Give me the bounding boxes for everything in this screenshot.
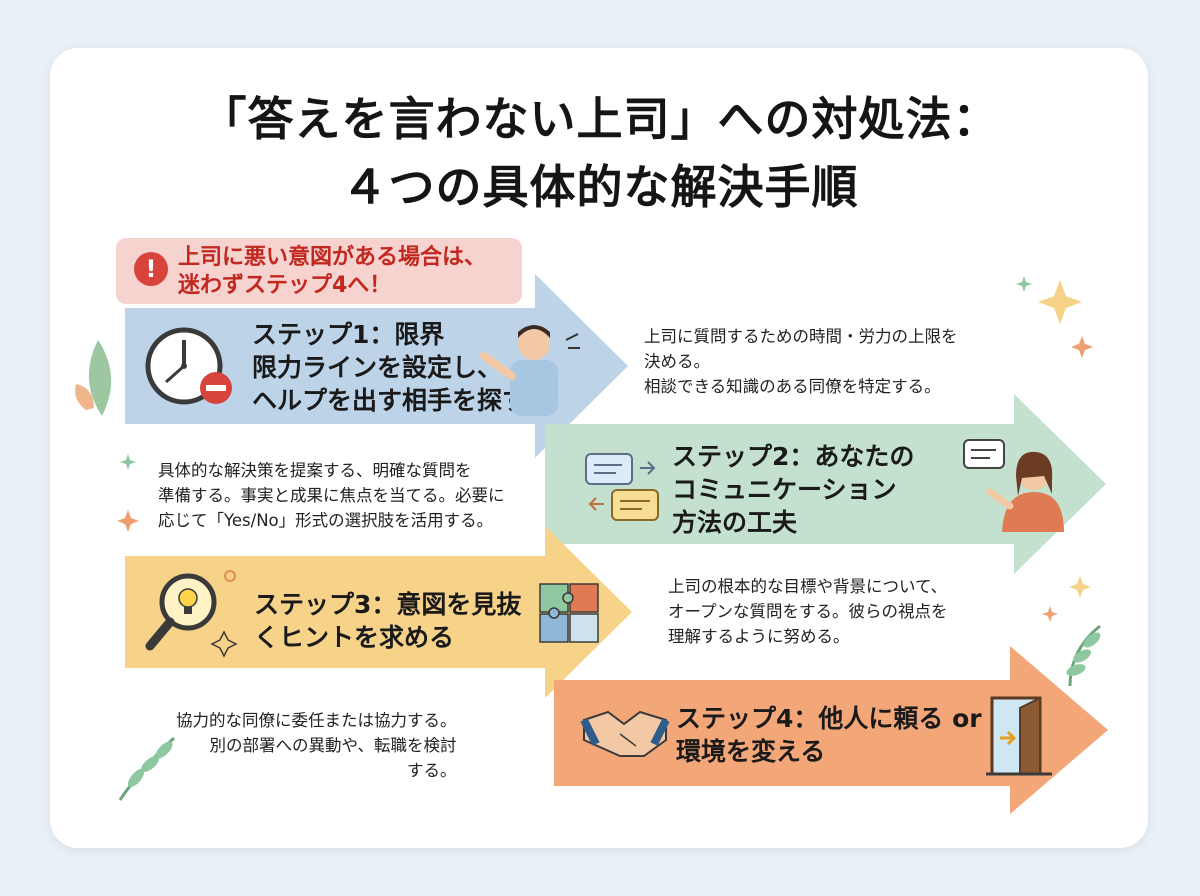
leaf-decoration-left-bottom-icon [118, 736, 176, 801]
step1-description: 上司に質問するための時間・労力の上限を 決める。 相談できる知識のある同僚を特定… [644, 327, 958, 396]
clock-icon [145, 327, 232, 405]
leaf-decoration-right-icon [1042, 576, 1101, 687]
chat-bubbles-icon [585, 453, 659, 521]
step2-description: 具体的な解決策を提案する、明確な質問を 準備する。事実と成果に焦点を当てる。必要… [158, 461, 505, 530]
step4-label: ステップ4：他人に頼る or 環境を変える [676, 704, 982, 766]
woman-speaking-icon [963, 439, 1064, 532]
magnifier-lightbulb-icon [145, 570, 238, 658]
step3-label: ステップ3：意図を見抜 くヒントを求める [254, 590, 522, 652]
page-title-line1: 「答えを言わない上司」への対処法： [200, 92, 1000, 146]
handshake-icon [580, 710, 670, 757]
leaf-decoration-left-top-icon [75, 340, 112, 416]
sparkle-decoration-right-top-icon [1016, 276, 1093, 358]
step2-label: ステップ2：あなたの コミュニケーション 方法の工夫 [672, 442, 915, 537]
step1-label: ステップ1：限界 限力ラインを設定し、 ヘルプを出す相手を探す [252, 320, 528, 415]
sparkle-decoration-left-icon [117, 454, 139, 532]
page-title-line2: ４つの具体的な解決手順 [341, 160, 859, 214]
door-exit-icon [986, 696, 1052, 776]
warning-banner: ! 上司に悪い意図がある場合は、 迷わずステップ4へ！ [116, 238, 522, 304]
exclamation-icon: ! [134, 252, 168, 286]
warning-text: 上司に悪い意図がある場合は、 迷わずステップ4へ！ [178, 245, 487, 298]
person-pointing-icon [480, 325, 580, 416]
step4-description: 協力的な同僚に委任または協力する。 別の部署への異動や、転職を検討 する。 [176, 711, 457, 780]
step3-description: 上司の根本的な目標や背景について、 オープンな質問をする。彼らの視点を 理解する… [668, 577, 948, 646]
puzzle-icon [539, 583, 599, 643]
